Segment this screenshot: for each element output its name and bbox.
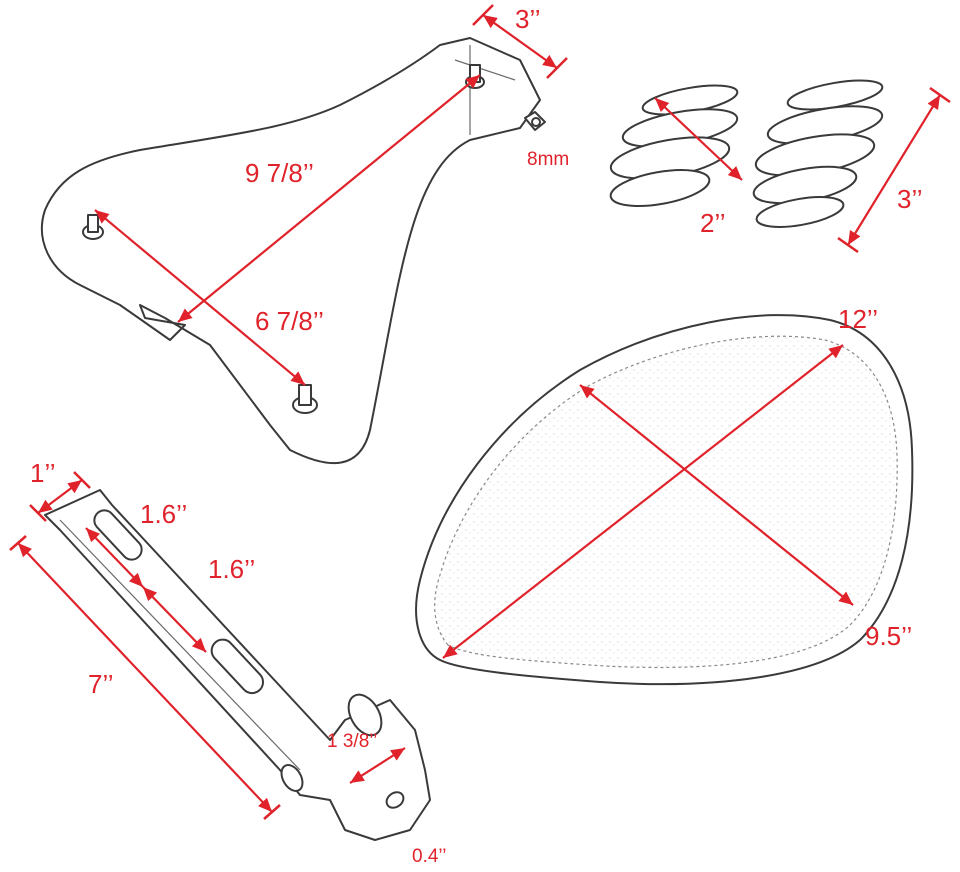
tick-bracket-width bbox=[29, 504, 47, 522]
seat-bracket bbox=[44, 489, 431, 841]
label-baseplate-mount-spacing: 6 7/8’’ bbox=[255, 306, 324, 336]
dim-baseplate-mount-spacing bbox=[94, 209, 306, 386]
label-baseplate-width: 3’’ bbox=[515, 4, 541, 34]
label-spring-height: 3’’ bbox=[897, 184, 923, 214]
label-baseplate-diagonal: 9 7/8’’ bbox=[245, 158, 314, 188]
label-bracket-length: 7’’ bbox=[88, 669, 114, 699]
tick-spring-height bbox=[837, 236, 859, 254]
tick-spring-height bbox=[929, 86, 951, 104]
tick-bracket-length bbox=[9, 535, 27, 551]
label-bolt-size: 8mm bbox=[527, 149, 569, 170]
dimension-lines bbox=[9, 4, 951, 820]
label-spring-width: 2’’ bbox=[700, 208, 726, 238]
barrel-spring bbox=[752, 79, 884, 228]
label-bracket-slot-length: 1.6’’ bbox=[140, 499, 187, 529]
dim-spring-width bbox=[654, 97, 743, 181]
barrel-spring bbox=[609, 84, 739, 207]
tick-bracket-width bbox=[73, 471, 91, 489]
label-seat-width: 9.5’’ bbox=[865, 621, 912, 651]
tick-baseplate-width bbox=[546, 57, 568, 79]
tick-bracket-length bbox=[263, 804, 281, 820]
solo-seat bbox=[415, 314, 914, 686]
dim-seat-width bbox=[579, 384, 854, 606]
dim-baseplate-width bbox=[482, 14, 558, 69]
dim-spring-height bbox=[847, 94, 941, 246]
label-seat-length: 12’’ bbox=[838, 304, 878, 334]
clamp-roll bbox=[280, 693, 383, 792]
label-bracket-hole: 0.4’’ bbox=[412, 846, 447, 867]
tick-baseplate-width bbox=[472, 4, 494, 26]
label-bracket-slot-spacing: 1.6’’ bbox=[208, 554, 255, 584]
dim-bracket-width bbox=[37, 479, 83, 514]
label-bracket-clamp-width: 1 3/8’’ bbox=[327, 731, 377, 752]
seat-baseplate bbox=[40, 37, 546, 464]
label-bracket-width: 1’’ bbox=[30, 458, 56, 488]
dim-bracket-length bbox=[17, 542, 273, 813]
dim-bracket-clamp-width bbox=[349, 747, 406, 784]
mount-stud bbox=[292, 384, 318, 414]
bolt-icon bbox=[524, 111, 546, 131]
